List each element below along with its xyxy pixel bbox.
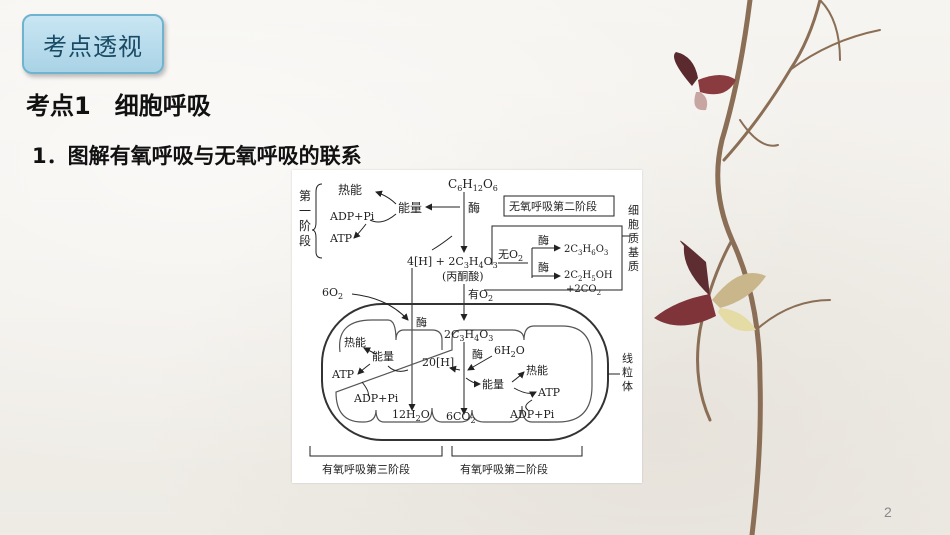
svg-text:体: 体 xyxy=(622,379,633,393)
badge-label: 考点透视 xyxy=(43,32,143,61)
pyruvate-equation: 4[H] + 2C3H4O3 xyxy=(407,255,498,270)
stage1-group: 第 一 阶 段 热能 ADP+Pi ATP 能量 xyxy=(299,183,422,259)
adp-label-1: ADP+Pi xyxy=(329,210,375,223)
water-6-label: 6H2O xyxy=(494,344,525,359)
pyruvate-name: (丙酮酸) xyxy=(442,269,484,283)
energy-label-1: 能量 xyxy=(398,201,422,215)
svg-text:细: 细 xyxy=(628,204,639,217)
energy-label-3: 能量 xyxy=(482,377,504,391)
svg-text:质: 质 xyxy=(628,260,639,273)
butterfly-icon xyxy=(674,52,736,111)
energy-label-2: 能量 xyxy=(372,349,394,363)
water-12-label: 12H2O xyxy=(392,408,430,423)
stage1-char-2: 一 xyxy=(299,204,311,218)
glucose-formula: C6H12O6 xyxy=(448,177,498,193)
enzyme-label-3: 酶 xyxy=(538,261,549,274)
co2-6-label: 6CO2 xyxy=(446,410,476,425)
stage3-title: 有氧呼吸第三阶段 xyxy=(322,462,410,476)
stage1-char-1: 第 xyxy=(299,189,311,203)
heat-label-3: 热能 xyxy=(526,363,548,377)
svg-text:质: 质 xyxy=(628,232,639,245)
stage2-title: 有氧呼吸第二阶段 xyxy=(460,462,548,476)
dried-branch-icon xyxy=(654,0,881,535)
o2-6-label: 6O2 xyxy=(322,286,343,301)
lactate-formula: 2C3H6O3 xyxy=(564,244,608,257)
has-o2-label: 有O2 xyxy=(468,287,493,303)
co2-product: +2CO2 xyxy=(566,284,601,297)
adp-label-2: ADP+Pi xyxy=(353,392,399,405)
enzyme-label-4: 酶 xyxy=(416,316,427,329)
no-o2-label: 无O2 xyxy=(498,248,523,263)
anaerobic-title: 无氧呼吸第二阶段 xyxy=(509,199,597,213)
enzyme-label-5: 酶 xyxy=(472,348,483,361)
cytoplasm-label: 细 胞 质 基 质 xyxy=(628,204,639,273)
svg-text:基: 基 xyxy=(628,246,639,259)
section-badge: 考点透视 xyxy=(22,14,164,74)
heat-label-2: 热能 xyxy=(344,335,366,349)
atp-label-3: ATP xyxy=(537,386,561,399)
sub-heading: 1．图解有氧呼吸与无氧呼吸的联系 xyxy=(32,144,362,168)
topic-title: 细胞呼吸 xyxy=(114,92,211,120)
anaerobic-box: 无氧呼吸第二阶段 无O2 酶 酶 2C3H6O3 2C2H5OH +2CO2 xyxy=(484,195,623,297)
butterfly-icon xyxy=(654,240,766,332)
topic-heading: 考点1 细胞呼吸 xyxy=(26,86,211,121)
atp-label-1: ATP xyxy=(329,232,353,245)
svg-text:胞: 胞 xyxy=(628,218,639,231)
stage1-char-3: 阶 xyxy=(299,219,311,233)
enzyme-label-1: 酶 xyxy=(468,200,480,215)
adp-label-3: ADP+Pi xyxy=(509,408,555,421)
topic-number: 考点1 xyxy=(26,92,91,120)
ethanol-formula: 2C2H5OH xyxy=(564,270,613,283)
mito-label: 线 粒 体 xyxy=(622,351,633,393)
pyruvate-mito: 2C3H4O3 xyxy=(444,328,493,343)
page-number: 2 xyxy=(884,504,892,520)
svg-text:线: 线 xyxy=(622,351,633,365)
atp-label-2: ATP xyxy=(331,368,355,381)
svg-text:粒: 粒 xyxy=(622,365,633,379)
heat-label-1: 热能 xyxy=(338,183,362,197)
mitochondrion xyxy=(321,303,609,441)
enzyme-label-2: 酶 xyxy=(538,234,549,247)
stage1-char-4: 段 xyxy=(299,233,311,248)
respiration-diagram: 第 一 阶 段 热能 ADP+Pi ATP 能量 C6H12O6 酶 4[H] … xyxy=(292,170,642,483)
h20-label: 20[H] xyxy=(422,356,454,369)
